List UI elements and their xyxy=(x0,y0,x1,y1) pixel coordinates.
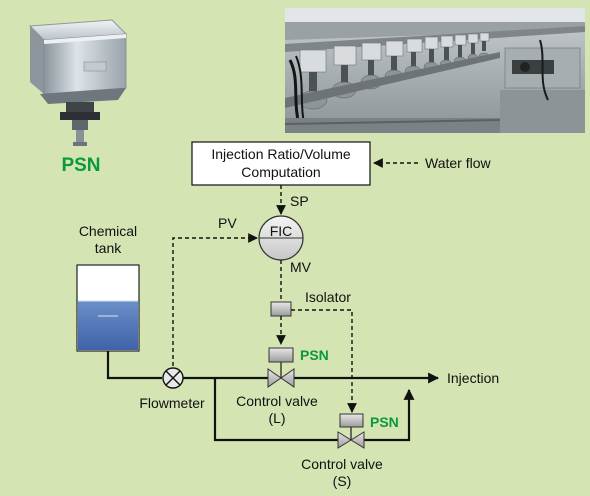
flowmeter xyxy=(163,368,183,388)
water-flow-label: Water flow xyxy=(425,155,491,171)
control-valve-l-left xyxy=(268,369,281,387)
mv-label: MV xyxy=(290,259,312,275)
isolator-label: Isolator xyxy=(305,289,351,305)
psn-actuator-s xyxy=(340,414,363,427)
pv-signal-line xyxy=(173,238,257,373)
tank-outlet-pipe xyxy=(108,351,162,378)
flowmeter-label: Flowmeter xyxy=(139,395,205,411)
control-valve-l-label-line1: Control valve xyxy=(236,393,318,409)
sp-label: SP xyxy=(290,193,309,209)
bypass-pipe-inlet xyxy=(215,378,338,440)
psn-label-s: PSN xyxy=(370,414,399,430)
fic-label: FIC xyxy=(270,223,293,239)
psn-label-l: PSN xyxy=(300,347,329,363)
pv-label: PV xyxy=(218,215,237,231)
injection-label: Injection xyxy=(447,370,499,386)
product-name: PSN xyxy=(61,155,100,176)
control-valve-s-label-line1: Control valve xyxy=(301,456,383,472)
isolator-box xyxy=(271,302,291,316)
computation-label-line2: Computation xyxy=(241,164,320,180)
chemical-tank xyxy=(77,265,139,351)
control-valve-l-right xyxy=(281,369,294,387)
chemical-tank-label-line2: tank xyxy=(95,240,122,256)
chemical-tank-label-line1: Chemical xyxy=(79,223,137,239)
control-valve-l-label-line2: (L) xyxy=(268,410,285,426)
psn-actuator-image xyxy=(30,20,126,146)
computation-label-line1: Injection Ratio/Volume xyxy=(211,146,351,162)
psn-actuator-l xyxy=(269,348,293,362)
control-valve-s-label-line2: (S) xyxy=(333,473,352,489)
control-valve-s-right xyxy=(351,432,364,448)
installation-photo xyxy=(285,8,585,133)
control-valve-s-left xyxy=(338,432,351,448)
